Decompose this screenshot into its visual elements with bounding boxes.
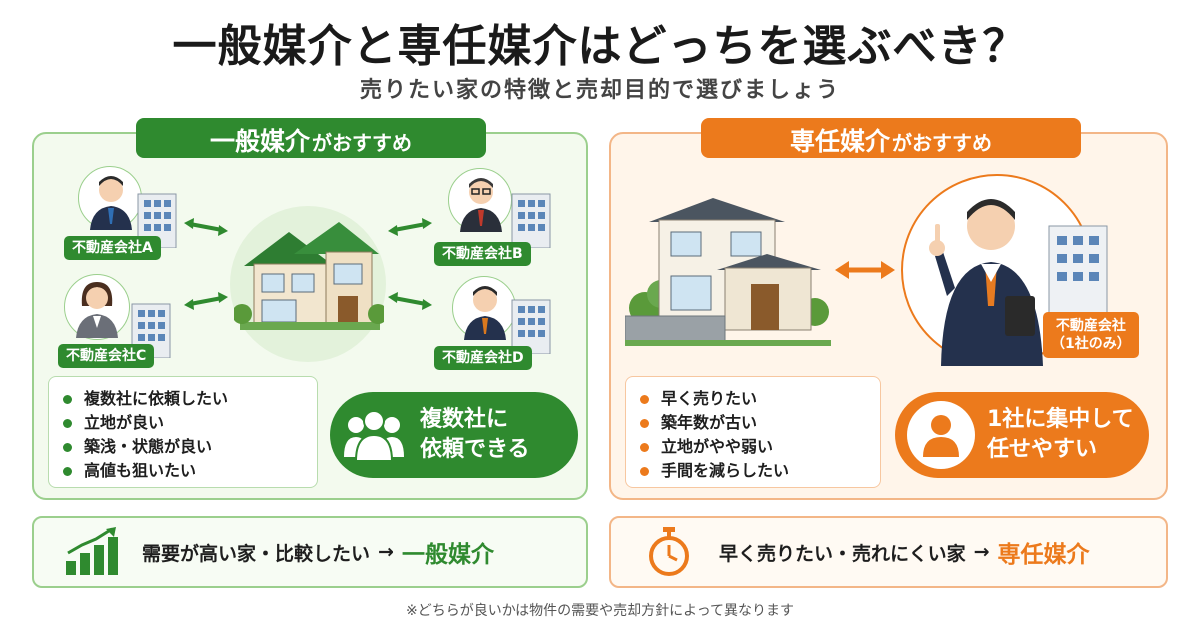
general-summary-result: 一般媒介 bbox=[401, 542, 494, 568]
list-item: 築年数が古い bbox=[640, 411, 866, 435]
group-icon bbox=[340, 401, 408, 469]
stopwatch-icon bbox=[649, 527, 689, 576]
exclusive-point-text: 築年数が古い bbox=[661, 413, 758, 432]
arrow-right-icon: → bbox=[378, 541, 394, 563]
double-arrow-icon bbox=[388, 218, 432, 236]
list-item: 手間を減らしたい bbox=[640, 459, 866, 483]
office-building-icon bbox=[511, 193, 551, 248]
arrow-right-icon: → bbox=[973, 541, 990, 563]
exclusive-points-list: 早く売りたい 築年数が古い 立地がやや弱い 手間を減らしたい bbox=[625, 376, 881, 488]
company-d-label: 不動産会社D bbox=[434, 346, 532, 370]
exclusive-company-line-2: （1社のみ） bbox=[1051, 336, 1131, 352]
exclusive-company-label: 不動産会社 （1社のみ） bbox=[1043, 312, 1139, 358]
general-summary-text: 需要が高い家・比較したい bbox=[142, 542, 371, 565]
businesswoman-icon bbox=[76, 282, 118, 338]
bar-chart-up-icon bbox=[66, 527, 118, 575]
exclusive-heading-main: 専任媒介 bbox=[789, 127, 890, 156]
general-heading-main: 一般媒介 bbox=[209, 127, 310, 156]
double-arrow-icon bbox=[184, 292, 228, 310]
bullet-dot-icon bbox=[640, 418, 649, 428]
house-illustration-icon bbox=[625, 198, 831, 346]
list-item: 高値も狙いたい bbox=[63, 459, 303, 483]
person-icon bbox=[907, 401, 975, 469]
exclusive-company-line-1: 不動産会社 bbox=[1055, 318, 1126, 334]
double-arrow-icon bbox=[184, 218, 228, 236]
company-c-label: 不動産会社C bbox=[58, 344, 155, 368]
exclusive-point-text: 手間を減らしたい bbox=[661, 461, 790, 480]
general-benefit-pill: 複数社に 依頼できる bbox=[330, 392, 578, 478]
general-heading-suffix: がおすすめ bbox=[312, 131, 412, 155]
general-points-list: 複数社に依頼したい 立地が良い 築浅・状態が良い 高値も狙いたい bbox=[48, 376, 318, 488]
house-illustration-icon bbox=[234, 222, 384, 330]
businessman-glasses-icon bbox=[460, 178, 502, 232]
list-item: 複数社に依頼したい bbox=[63, 387, 303, 411]
general-pill-line-2: 依頼できる bbox=[420, 437, 530, 462]
company-b-label: 不動産会社B bbox=[434, 242, 531, 266]
bullet-dot-icon bbox=[640, 466, 649, 476]
consultant-pointing-icon bbox=[929, 199, 1043, 366]
double-arrow-icon bbox=[835, 261, 895, 279]
general-point-text: 築浅・状態が良い bbox=[84, 437, 213, 456]
list-item: 築浅・状態が良い bbox=[63, 435, 303, 459]
page-subtitle: 売りたい家の特徴と売却目的で選びましょう bbox=[359, 78, 840, 103]
exclusive-pill-line-1: 1社に集中して bbox=[987, 407, 1134, 432]
exclusive-heading-suffix: がおすすめ bbox=[892, 131, 992, 155]
company-a-label: 不動産会社A bbox=[64, 236, 161, 260]
exclusive-summary-text: 早く売りたい・売れにくい家 bbox=[719, 542, 966, 565]
general-point-text: 高値も狙いたい bbox=[84, 461, 197, 480]
general-point-text: 立地が良い bbox=[84, 413, 165, 432]
page-title: 一般媒介と専任媒介はどっちを選ぶべき？ bbox=[172, 21, 1028, 72]
bullet-dot-icon bbox=[640, 442, 649, 452]
list-item: 立地が良い bbox=[63, 411, 303, 435]
exclusive-pill-line-2: 任せやすい bbox=[987, 437, 1098, 462]
bullet-dot-icon bbox=[63, 394, 72, 404]
exclusive-summary-result: 専任媒介 bbox=[997, 542, 1090, 568]
general-summary-bar: 需要が高い家・比較したい → 一般媒介 bbox=[32, 516, 588, 588]
businessman-icon bbox=[464, 286, 506, 340]
businessman-icon bbox=[90, 176, 132, 230]
bullet-dot-icon bbox=[640, 394, 649, 404]
exclusive-mediation-panel: 専任媒介 がおすすめ 不動産会社 （ bbox=[609, 118, 1168, 500]
bullet-dot-icon bbox=[63, 442, 72, 452]
bullet-dot-icon bbox=[63, 418, 72, 428]
double-arrow-icon bbox=[388, 292, 432, 310]
general-mediation-panel: 一般媒介 がおすすめ 不動産会社A bbox=[32, 118, 588, 500]
office-building-icon bbox=[511, 299, 551, 354]
bullet-dot-icon bbox=[63, 466, 72, 476]
exclusive-panel-heading: 専任媒介 がおすすめ bbox=[701, 118, 1081, 158]
exclusive-benefit-pill: 1社に集中して 任せやすい bbox=[895, 392, 1149, 478]
exclusive-point-text: 早く売りたい bbox=[661, 389, 758, 408]
general-point-text: 複数社に依頼したい bbox=[84, 389, 229, 408]
list-item: 早く売りたい bbox=[640, 387, 866, 411]
general-pill-line-1: 複数社に bbox=[420, 407, 509, 432]
office-building-icon bbox=[1048, 225, 1108, 320]
general-panel-heading: 一般媒介 がおすすめ bbox=[136, 118, 486, 158]
list-item: 立地がやや弱い bbox=[640, 435, 866, 459]
exclusive-point-text: 立地がやや弱い bbox=[661, 437, 774, 456]
exclusive-summary-bar: 早く売りたい・売れにくい家 → 専任媒介 bbox=[609, 516, 1168, 588]
footnote: ※どちらが良いかは物件の需要や売却方針によって異なります bbox=[405, 603, 795, 619]
